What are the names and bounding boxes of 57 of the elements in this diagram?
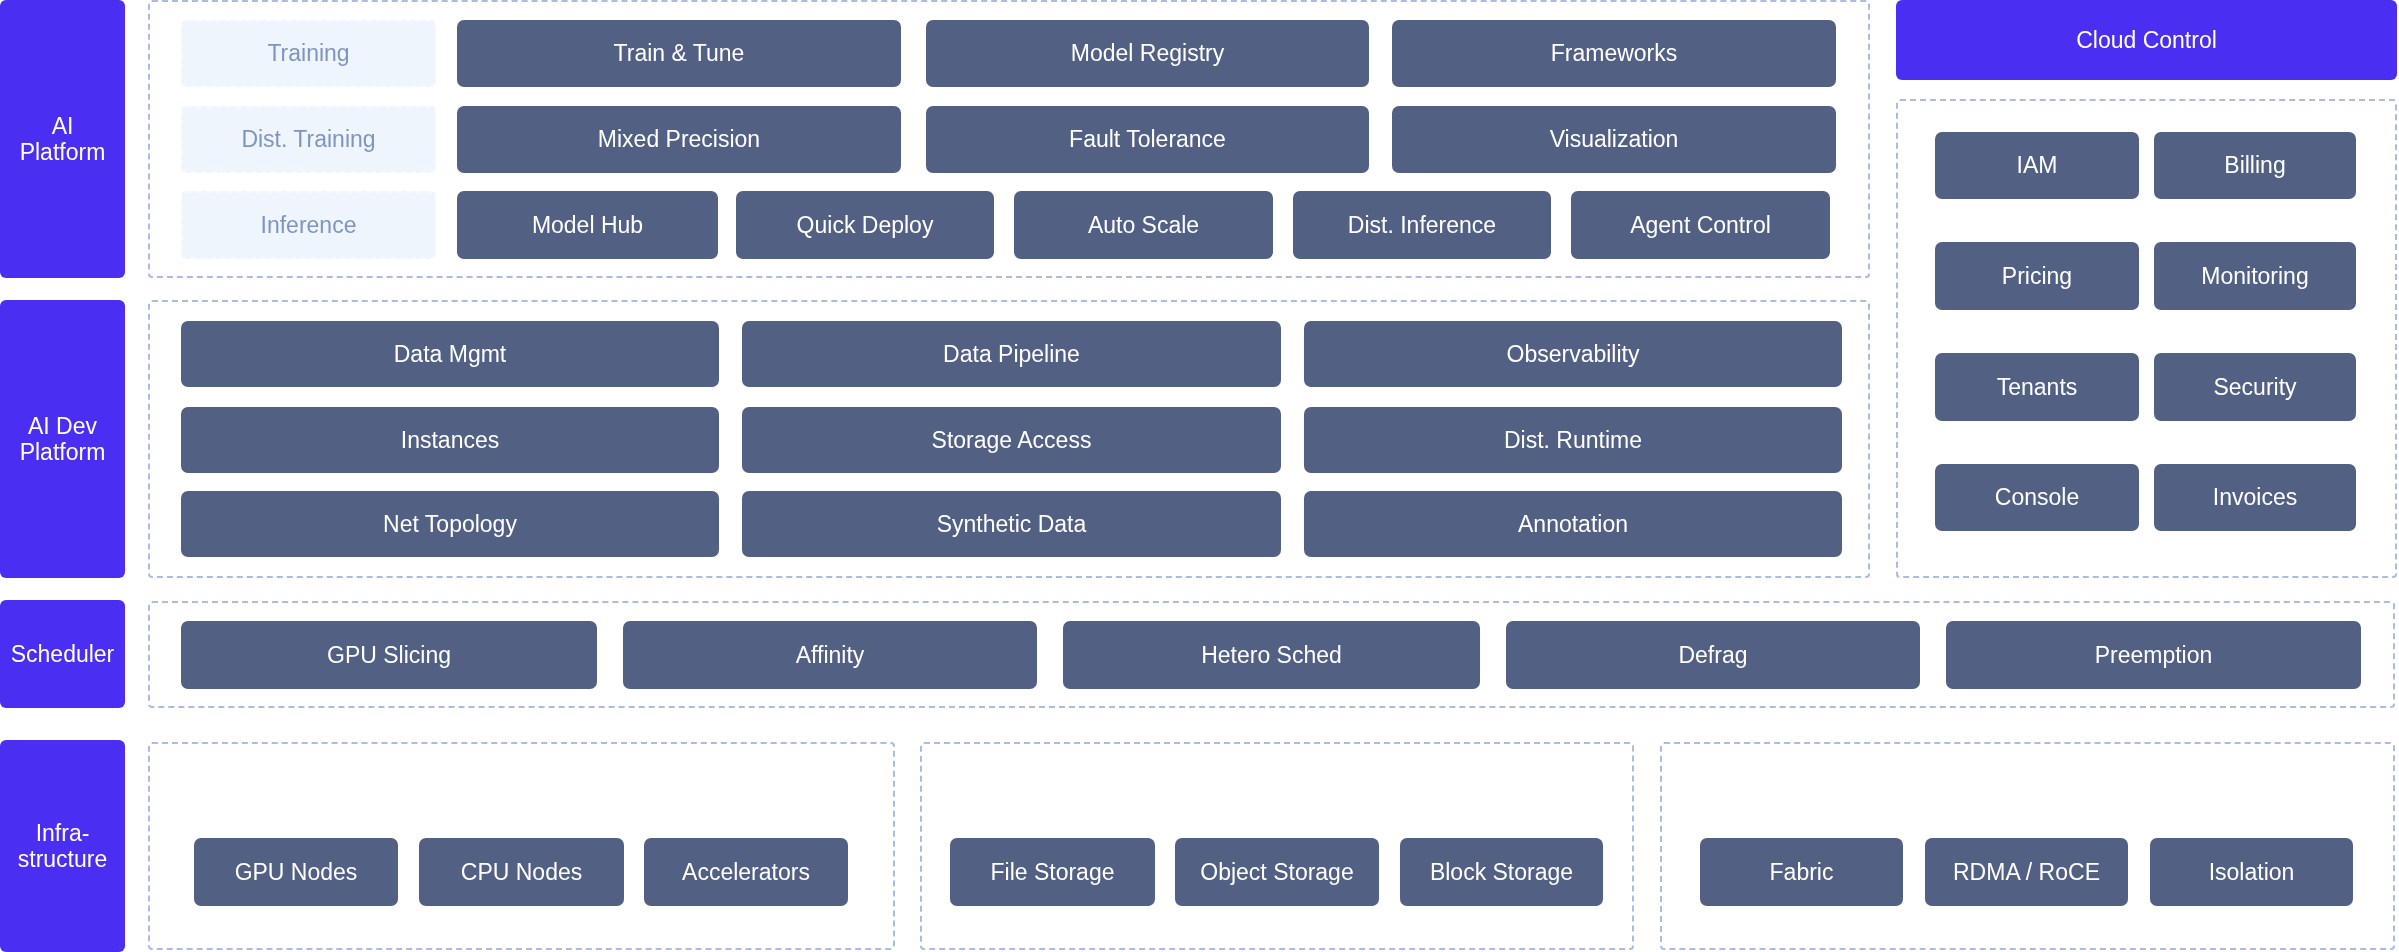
module-box: Hetero Sched: [1063, 621, 1480, 689]
module-box: Mixed Precision: [457, 106, 901, 173]
header-bar: Cloud Control: [1896, 0, 2397, 80]
module-box: Instances: [181, 407, 719, 473]
dashed-group-frame: [1896, 99, 2397, 578]
module-box: Quick Deploy: [736, 191, 994, 259]
module-box: GPU Nodes: [194, 838, 398, 906]
module-box: Fault Tolerance: [926, 106, 1369, 173]
dashed-group-frame: [148, 300, 1870, 578]
module-box: Preemption: [1946, 621, 2361, 689]
module-box: CPU Nodes: [419, 838, 624, 906]
dashed-group-frame: [148, 0, 1870, 278]
module-box: Annotation: [1304, 491, 1842, 557]
module-box: Affinity: [623, 621, 1037, 689]
layer-label: AI Dev Platform: [0, 300, 125, 578]
module-box: Object Storage: [1175, 838, 1379, 906]
module-box: Invoices: [2154, 464, 2356, 531]
module-box: Agent Control: [1571, 191, 1830, 259]
faint-module-box: Dist. Training: [181, 106, 436, 173]
module-box: Observability: [1304, 321, 1842, 387]
module-box: IAM: [1935, 132, 2139, 199]
module-box: Isolation: [2150, 838, 2353, 906]
module-box: Model Registry: [926, 20, 1369, 87]
dashed-group-frame: [920, 742, 1634, 950]
module-box: Dist. Inference: [1293, 191, 1551, 259]
layer-label: AI Platform: [0, 0, 125, 278]
module-box: Net Topology: [181, 491, 719, 557]
module-box: Console: [1935, 464, 2139, 531]
dashed-group-frame: [148, 601, 2395, 708]
module-box: Data Pipeline: [742, 321, 1281, 387]
module-box: Tenants: [1935, 353, 2139, 421]
module-box: GPU Slicing: [181, 621, 597, 689]
dashed-group-frame: [148, 742, 895, 950]
module-box: Billing: [2154, 132, 2356, 199]
faint-module-box: Training: [181, 20, 436, 87]
module-box: Monitoring: [2154, 242, 2356, 310]
layer-label: Scheduler: [0, 600, 125, 708]
module-box: Train & Tune: [457, 20, 901, 87]
module-box: Data Mgmt: [181, 321, 719, 387]
module-box: Block Storage: [1400, 838, 1603, 906]
module-box: Synthetic Data: [742, 491, 1281, 557]
faint-module-box: Inference: [181, 191, 436, 259]
module-box: Storage Access: [742, 407, 1281, 473]
module-box: File Storage: [950, 838, 1155, 906]
module-box: Security: [2154, 353, 2356, 421]
module-box: Auto Scale: [1014, 191, 1273, 259]
module-box: Fabric: [1700, 838, 1903, 906]
layer-label: Infra- structure: [0, 740, 125, 952]
module-box: Dist. Runtime: [1304, 407, 1842, 473]
module-box: Model Hub: [457, 191, 718, 259]
dashed-group-frame: [1660, 742, 2395, 950]
module-box: Frameworks: [1392, 20, 1836, 87]
module-box: Defrag: [1506, 621, 1920, 689]
module-box: Pricing: [1935, 242, 2139, 310]
module-box: Accelerators: [644, 838, 848, 906]
module-box: Visualization: [1392, 106, 1836, 173]
module-box: RDMA / RoCE: [1925, 838, 2128, 906]
